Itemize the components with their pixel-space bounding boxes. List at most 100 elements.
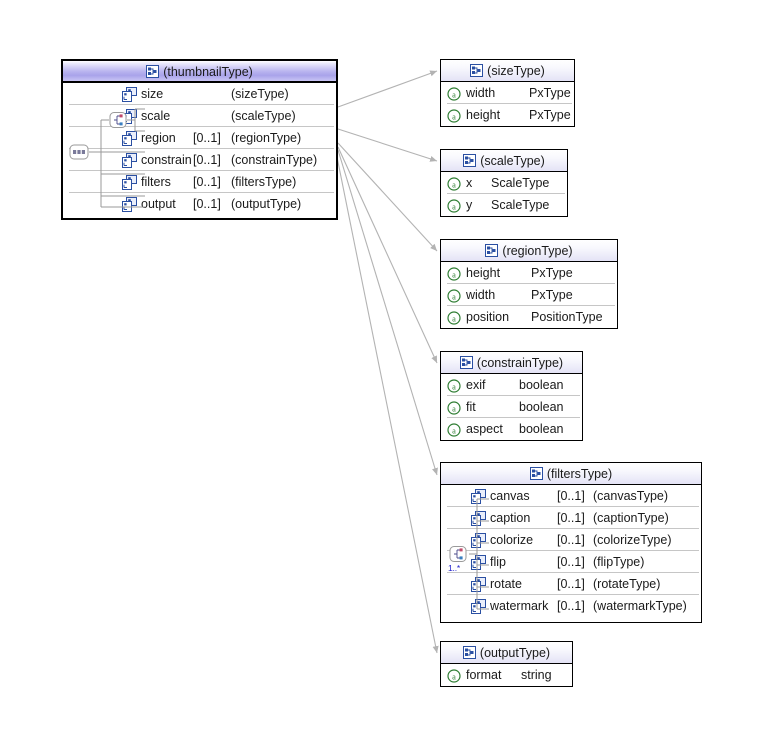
row-separator [447,395,580,396]
attribute-row-format[interactable]: a format string [441,664,572,686]
attribute-name: height [466,108,501,122]
svg-text:a: a [452,180,456,189]
element-row-region[interactable]: region [0..1] (regionType) [63,127,336,149]
attribute-name: aspect [466,422,503,436]
attribute-row-exif[interactable]: a exif boolean [441,374,582,396]
element-row-output[interactable]: output [0..1] (outputType) [63,193,336,215]
element-type: (regionType) [231,131,302,145]
element-name: watermark [490,599,549,613]
box-body-thumbnailType: size (sizeType) scale (scaleT [63,83,336,215]
box-title-thumbnailType: (thumbnailType) [163,65,253,79]
complex-type-icon [463,152,477,167]
element-row-rotate[interactable]: rotate [0..1] (rotateType) [441,573,701,595]
attribute-row-fit[interactable]: a fit boolean [441,396,582,418]
schema-box-filtersType[interactable]: (filtersType) [440,462,702,623]
element-row-canvas[interactable]: canvas [0..1] (canvasType) [441,485,701,507]
attribute-type: boolean [519,378,564,392]
attribute-row-width[interactable]: a width PxType [441,284,617,306]
box-body-constrainType: a exif boolean a fit boolean [441,374,582,440]
element-name: colorize [490,533,534,547]
element-cardinality: [0..1] [193,175,221,189]
attribute-row-height[interactable]: a height PxType [441,104,574,126]
attribute-row-y[interactable]: a y ScaleType [441,194,567,216]
connector-region [337,142,438,252]
compositor-cardinality-label: 1..* [448,563,460,573]
attribute-row-height[interactable]: a height PxType [441,262,617,284]
element-row-watermark[interactable]: watermark [0..1] (watermarkType) [441,595,701,617]
attribute-row-aspect[interactable]: a aspect boolean [441,418,582,440]
element-cardinality: [0..1] [557,577,585,591]
filters-tree-lines [469,498,489,610]
svg-text:a: a [452,202,456,211]
choice-compositor-icon[interactable] [108,111,128,129]
attribute-icon: a [447,400,461,415]
schema-box-sizeType[interactable]: (sizeType) a width PxType a [440,59,575,127]
box-header-constrainType: (constrainType) [441,352,582,374]
schema-box-thumbnailType[interactable]: (thumbnailType) [61,59,338,220]
element-type: (outputType) [231,197,302,211]
attribute-type: PxType [529,108,571,122]
element-icon [471,577,486,592]
attribute-type: boolean [519,422,564,436]
row-separator [69,170,334,171]
element-row-colorize[interactable]: colorize [0..1] (colorizeType) [441,529,701,551]
box-title-filtersType: (filtersType) [546,467,613,481]
attribute-name: fit [466,400,476,414]
attribute-name: height [466,266,501,280]
attribute-name: x [466,176,473,190]
element-cardinality: [0..1] [193,131,221,145]
element-cardinality: [0..1] [557,489,585,503]
attribute-type: string [521,668,552,682]
row-separator [447,283,615,284]
row-separator [447,506,699,507]
attribute-row-x[interactable]: a x ScaleType [441,172,567,194]
element-row-size[interactable]: size (sizeType) [63,83,336,105]
svg-text:a: a [452,314,456,323]
box-header-outputType: (outputType) [441,642,572,664]
attribute-type: PxType [531,266,573,280]
element-icon [122,175,137,190]
schema-box-regionType[interactable]: (regionType) a height PxType a [440,239,618,329]
row-separator [69,104,334,105]
connector-size [337,70,438,108]
schema-box-outputType[interactable]: (outputType) a format string [440,641,573,687]
attribute-icon: a [447,266,461,281]
attribute-type: boolean [519,400,564,414]
attribute-row-position[interactable]: a position PositionType [441,306,617,328]
element-type: (sizeType) [231,87,289,101]
attribute-type: PositionType [531,310,603,324]
svg-text:a: a [452,404,456,413]
element-cardinality: [0..1] [557,555,585,569]
complex-type-icon [146,63,160,78]
element-row-constrain[interactable]: constrain [0..1] (constrainType) [63,149,336,171]
complex-type-icon [462,644,476,659]
schema-box-scaleType[interactable]: (scaleType) a x ScaleType a [440,149,568,217]
attribute-icon: a [447,668,461,683]
attribute-name: y [466,198,473,212]
element-type: (constrainType) [231,153,318,167]
element-cardinality: [0..1] [193,153,221,167]
svg-text:a: a [452,112,456,121]
element-cardinality: [0..1] [193,197,221,211]
row-separator [447,193,565,194]
sequence-compositor-icon[interactable] [69,143,89,161]
element-cardinality: [0..1] [557,533,585,547]
element-name: flip [490,555,506,569]
element-row-filters[interactable]: filters [0..1] (filtersType) [63,171,336,193]
choice-compositor-icon[interactable] [448,545,468,563]
element-icon [122,153,137,168]
attribute-row-width[interactable]: a width PxType [441,82,574,104]
connector-output [335,151,439,654]
element-name: scale [141,109,171,123]
box-title-constrainType: (constrainType) [476,356,564,370]
element-name: output [141,197,176,211]
attribute-icon: a [447,422,461,437]
complex-type-icon [485,242,499,257]
box-body-sizeType: a width PxType a height PxType [441,82,574,126]
schema-box-constrainType[interactable]: (constrainType) a exif boolean a [440,351,583,441]
attribute-name: format [466,668,502,682]
element-name: constrain [141,153,192,167]
element-type: (captionType) [593,511,669,525]
element-name: region [141,131,176,145]
